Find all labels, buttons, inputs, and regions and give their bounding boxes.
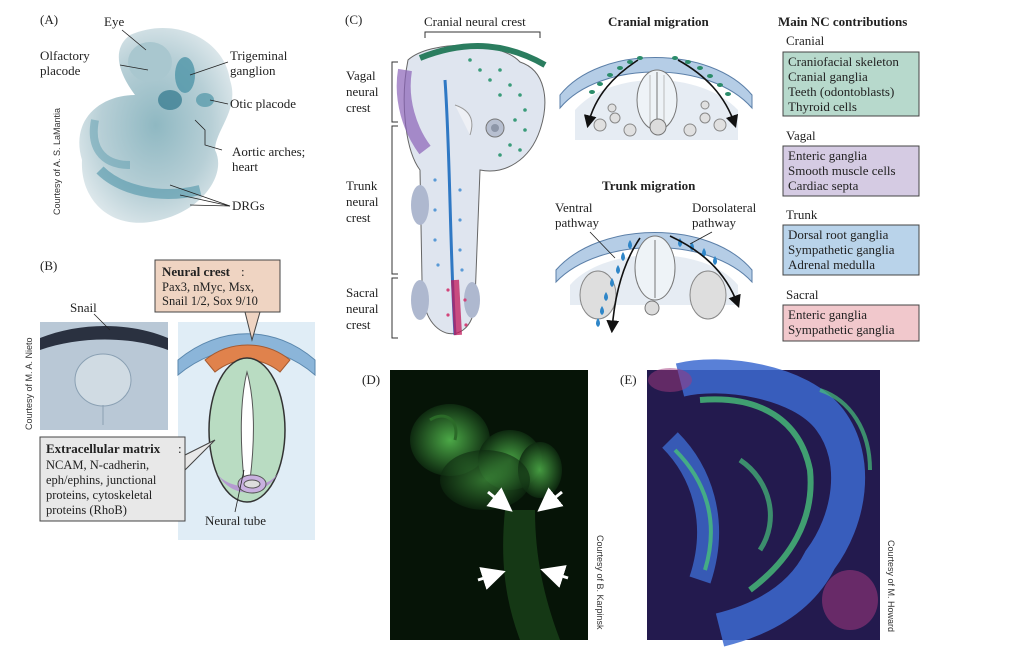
contrib-title: Main NC contributions [778,14,907,29]
contrib-cranial-item-3: Teeth (odontoblasts) [788,84,894,99]
cranial-migration-diagram [559,56,753,140]
panel-c: (C) Cranial neural crest [345,12,920,342]
contrib-vagal-item-1: Enteric ganglia [788,148,867,163]
panel-e: (E) Courtesy of M. Howard [620,359,896,647]
panel-a-letter: (A) [40,12,58,27]
label-vagal-1: Vagal [346,68,376,83]
label-aortic-2: heart [232,159,258,174]
neural-crest-line-1: Pax3, nMyc, Msx, [162,280,254,294]
embryo-schematic [396,43,547,336]
title-cranial-migration: Cranial migration [608,14,710,29]
credit-a: Courtesy of A. S. LaMantia [52,108,62,215]
contrib-sacral-item-1: Enteric ganglia [788,307,867,322]
contrib-cranial-item-1: Craniofacial skeleton [788,54,899,69]
label-otic: Otic placode [230,96,296,111]
panel-a: (A) Eye Olfactory placode Trigeminal gan… [40,12,305,223]
ecm-line-1: NCAM, N-cadherin, [46,458,149,472]
label-ventral-1: Ventral [555,200,593,215]
label-sacral-1: Sacral [346,285,379,300]
svg-text::: : [241,264,245,279]
label-ventral-2: pathway [555,215,600,230]
panel-b-letter: (B) [40,258,57,273]
label-vagal-2: neural [346,84,379,99]
credit-d: Courtesy of B. Karpinsk [595,535,605,630]
contrib-vagal-item-2: Smooth muscle cells [788,163,896,178]
contrib-trunk-item-1: Dorsal root ganglia [788,227,889,242]
neural-tube-diagram [177,322,316,540]
contrib-vagal-heading: Vagal [786,128,816,143]
label-vagal-3: crest [346,100,371,115]
contrib-cranial-item-2: Cranial ganglia [788,69,868,84]
label-olfactory-1: Olfactory [40,48,90,63]
trunk-migration-diagram [555,231,753,334]
snail-photo [40,322,168,430]
label-sacral-3: crest [346,317,371,332]
credit-b: Courtesy of M. A. Nieto [24,337,34,430]
panel-d: (D) Courtesy of B. Karpinsk [362,370,605,640]
panel-c-letter: (C) [345,12,362,27]
label-drgs: DRGs [232,198,265,213]
label-dorsolateral-1: Dorsolateral [692,200,757,215]
ecm-line-4: proteins (RhoB) [46,503,127,517]
contrib-trunk-item-2: Sympathetic ganglia [788,242,895,257]
label-trunk-2: neural [346,194,379,209]
neural-crest-title: Neural crest [162,264,231,279]
credit-e: Courtesy of M. Howard [886,540,896,632]
fluorescence-photo-d [390,370,588,640]
label-dorsolateral-2: pathway [692,215,737,230]
label-trunk-3: crest [346,210,371,225]
fluorescence-photo-e [647,359,880,647]
label-trigeminal-1: Trigeminal [230,48,288,63]
ecm-line-2: eph/ephins, junctional [46,473,157,487]
label-neural-tube: Neural tube [205,513,266,528]
contrib-cranial-item-4: Thyroid cells [788,99,857,114]
contrib-trunk-item-3: Adrenal medulla [788,257,875,272]
label-trigeminal-2: ganglion [230,63,276,78]
embryo-photo [79,27,233,223]
ecm-title: Extracellular matrix [46,441,161,456]
contrib-sacral-heading: Sacral [786,287,819,302]
panel-e-letter: (E) [620,372,637,387]
label-trunk-1: Trunk [346,178,378,193]
contrib-sacral: Sacral Enteric ganglia Sympathetic gangl… [782,287,920,342]
contrib-vagal: Vagal Enteric ganglia Smooth muscle cell… [782,128,920,197]
contrib-sacral-item-2: Sympathetic ganglia [788,322,895,337]
panel-d-letter: (D) [362,372,380,387]
label-aortic-1: Aortic arches; [232,144,305,159]
panel-b: (B) Snail Courtesy of M. A. Nieto Neural… [24,258,316,540]
contrib-cranial: Cranial Craniofacial skeleton Cranial ga… [782,33,920,117]
title-trunk-migration: Trunk migration [602,178,696,193]
label-snail: Snail [70,300,97,315]
contrib-trunk: Trunk Dorsal root ganglia Sympathetic ga… [782,207,920,276]
label-olfactory-2: placode [40,63,81,78]
contrib-cranial-heading: Cranial [786,33,825,48]
neural-crest-box: Neural crest : Pax3, nMyc, Msx, Snail 1/… [154,259,281,342]
crest-dots [468,58,527,157]
contrib-trunk-heading: Trunk [786,207,818,222]
ecm-line-3: proteins, cytoskeletal [46,488,153,502]
label-cranial-nc: Cranial neural crest [424,14,526,29]
label-eye: Eye [104,14,124,29]
contrib-vagal-item-3: Cardiac septa [788,178,859,193]
neural-crest-line-2: Snail 1/2, Sox 9/10 [162,294,258,308]
ecm-box: Extracellular matrix : NCAM, N-cadherin,… [39,436,216,522]
label-sacral-2: neural [346,301,379,316]
svg-text::: : [178,441,182,456]
